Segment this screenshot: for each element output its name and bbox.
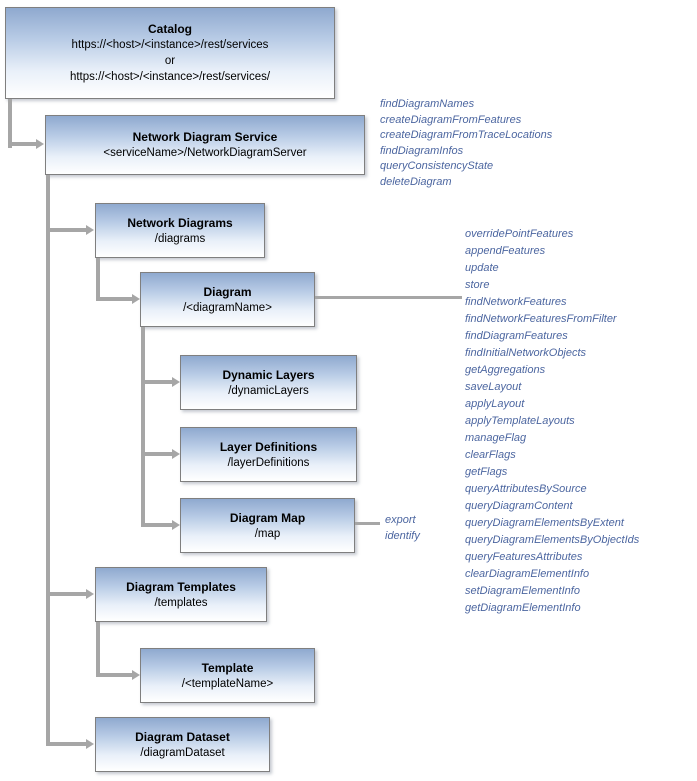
arrowhead-diagram-map <box>172 520 180 530</box>
diagram-dataset-title: Diagram Dataset <box>135 729 230 744</box>
operation-item: queryDiagramContent <box>465 500 573 512</box>
operation-item: getDiagramElementInfo <box>465 602 581 614</box>
connector-catalog-horizontal <box>8 142 37 146</box>
operation-item: createDiagramFromFeatures <box>380 113 522 126</box>
diagram-dataset-path: /diagramDataset <box>140 746 225 759</box>
node-diagram: Diagram /<diagramName> <box>140 272 315 327</box>
dynamic-layers-title: Dynamic Layers <box>222 367 315 382</box>
connector-service-trunk <box>46 175 50 746</box>
operation-item: deleteDiagram <box>380 175 452 188</box>
catalog-title: Catalog <box>147 22 192 36</box>
layer-definitions-path: /layerDefinitions <box>227 456 310 469</box>
arrowhead-dynamic-layers <box>172 377 180 387</box>
arrowhead-network-diagrams <box>86 225 94 235</box>
template-title: Template <box>201 660 254 675</box>
node-diagram-templates: Diagram Templates /templates <box>95 567 267 622</box>
arrowhead-diagram-dataset <box>86 739 94 749</box>
operation-item: getAggregations <box>465 364 546 376</box>
diagram-title: Diagram <box>203 284 252 299</box>
leader-diagram-operations <box>315 296 462 299</box>
dynamic-layers-path: /dynamicLayers <box>228 384 309 397</box>
leader-diagram-map-operations <box>355 522 380 525</box>
operation-item: clearFlags <box>465 449 516 461</box>
catalog-url-alternate: https://<host>/<instance>/rest/services/ <box>69 71 271 83</box>
arrowhead-layer-definitions <box>172 449 180 459</box>
connector-branch-diagram-map <box>141 523 172 527</box>
catalog-or-label: or <box>164 55 176 67</box>
operation-item: findNetworkFeatures <box>465 296 567 308</box>
connector-catalog-vertical <box>8 99 12 148</box>
operation-item: findDiagramNames <box>380 98 475 110</box>
connector-branch-diagram <box>96 297 132 301</box>
network-diagrams-path: /diagrams <box>154 232 206 245</box>
node-diagram-map: Diagram Map /map <box>180 498 355 553</box>
diagram-operations-list: overridePointFeatures appendFeatures upd… <box>465 226 639 617</box>
operation-item: setDiagramElementInfo <box>465 585 580 597</box>
operation-item: createDiagramFromTraceLocations <box>380 129 553 142</box>
operation-item: findDiagramFeatures <box>465 330 568 342</box>
diagram-path: /<diagramName> <box>183 301 272 314</box>
connector-branch-layer-definitions <box>141 452 172 456</box>
service-operations-list: findDiagramNames createDiagramFromFeatur… <box>380 97 552 191</box>
template-path: /<templateName> <box>181 677 274 690</box>
operation-item: appendFeatures <box>465 245 546 257</box>
connector-branch-template <box>96 673 132 677</box>
connector-network-diagrams-vertical <box>96 258 100 301</box>
layer-definitions-title: Layer Definitions <box>219 439 318 454</box>
operation-item: findDiagramInfos <box>380 144 464 157</box>
operation-item: overridePointFeatures <box>465 228 574 240</box>
connector-diagram-vertical <box>141 327 145 527</box>
node-diagram-dataset: Diagram Dataset /diagramDataset <box>95 717 270 772</box>
connector-branch-diagram-templates <box>46 592 86 596</box>
operation-item: getFlags <box>465 466 508 478</box>
diagram-templates-path: /templates <box>154 596 208 609</box>
operation-item: clearDiagramElementInfo <box>465 568 590 580</box>
operation-item: export <box>385 514 416 526</box>
operation-item: queryDiagramElementsByObjectIds <box>465 534 640 546</box>
diagram-map-path: /map <box>254 527 281 540</box>
node-network-diagram-service: Network Diagram Service <serviceName>/Ne… <box>45 115 365 175</box>
operation-item: update <box>465 262 499 274</box>
operation-item: saveLayout <box>465 381 522 393</box>
operation-item: applyTemplateLayouts <box>465 415 575 427</box>
diagram-map-operations-list: export identify <box>385 512 420 544</box>
operation-item: manageFlag <box>465 432 527 444</box>
connector-branch-diagram-dataset <box>46 742 86 746</box>
connector-branch-network-diagrams <box>46 228 86 232</box>
operation-item: queryDiagramElementsByExtent <box>465 517 624 529</box>
arrowhead-diagram <box>132 294 140 304</box>
node-dynamic-layers: Dynamic Layers /dynamicLayers <box>180 355 357 410</box>
operation-item: findInitialNetworkObjects <box>465 347 587 359</box>
service-path: <serviceName>/NetworkDiagramServer <box>103 147 307 159</box>
operation-item: queryConsistencyState <box>380 160 494 173</box>
arrowhead-diagram-templates <box>86 589 94 599</box>
operation-item: applyLayout <box>465 398 525 410</box>
network-diagrams-title: Network Diagrams <box>127 215 233 230</box>
node-layer-definitions: Layer Definitions /layerDefinitions <box>180 427 357 482</box>
diagram-map-title: Diagram Map <box>229 510 306 525</box>
connector-templates-vertical <box>96 622 100 677</box>
diagram-templates-title: Diagram Templates <box>126 579 236 594</box>
arrowhead-service <box>36 139 44 149</box>
node-catalog: Catalog https://<host>/<instance>/rest/s… <box>5 7 335 99</box>
operation-item: findNetworkFeaturesFromFilter <box>465 313 617 325</box>
arrowhead-template <box>132 670 140 680</box>
node-network-diagrams: Network Diagrams /diagrams <box>95 203 265 258</box>
connector-branch-dynamic-layers <box>141 380 172 384</box>
operation-item: store <box>465 279 490 291</box>
node-template: Template /<templateName> <box>140 648 315 703</box>
service-title: Network Diagram Service <box>132 130 278 144</box>
operation-item: queryFeaturesAttributes <box>465 551 583 563</box>
catalog-url-primary: https://<host>/<instance>/rest/services <box>71 39 269 51</box>
operation-item: queryAttributesBySource <box>465 483 587 495</box>
operation-item: identify <box>385 530 420 542</box>
